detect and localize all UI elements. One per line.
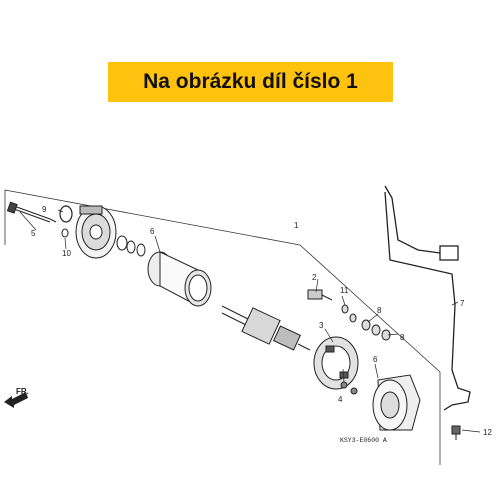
o-ring-part-9 — [59, 205, 73, 223]
seal-rings — [116, 235, 146, 257]
nuts-and-washers — [341, 304, 391, 341]
callout-12: 12 — [483, 428, 492, 437]
callout-numbers: 1 2 3 4 5 6 6 7 8 8 9 10 11 12 — [31, 205, 492, 437]
starter-cable-part-7 — [384, 185, 471, 411]
callout-1: 1 — [294, 221, 299, 230]
callout-8-upper: 8 — [377, 306, 382, 315]
through-bolt-part-5 — [6, 201, 57, 223]
callout-10: 10 — [62, 249, 71, 258]
callout-6-case: 6 — [150, 227, 155, 236]
part-number-banner: Na obrázku díl číslo 1 — [108, 62, 393, 102]
front-direction-arrow: FR. — [4, 387, 29, 408]
front-cover — [75, 205, 117, 259]
callout-6-cover: 6 — [373, 355, 378, 364]
direction-label: FR. — [16, 387, 29, 396]
callout-8-lower: 8 — [400, 333, 405, 342]
callout-2: 2 — [312, 273, 317, 282]
terminal-part-2 — [307, 289, 333, 301]
armature — [221, 305, 311, 351]
drawing-code: KSY3-E0600 A — [340, 437, 387, 444]
bolt-part-12 — [451, 425, 461, 440]
callout-11: 11 — [340, 286, 349, 295]
motor-case-part-6 — [147, 251, 212, 307]
washer-part-10 — [61, 228, 69, 238]
rear-cover-part-6 — [372, 374, 421, 431]
callout-4: 4 — [338, 395, 343, 404]
callout-7: 7 — [460, 299, 465, 308]
callout-5: 5 — [31, 229, 36, 238]
assembly-boundary — [4, 189, 441, 465]
leader-lines — [19, 209, 481, 433]
callout-9: 9 — [42, 205, 47, 214]
banner-text: Na obrázku díl číslo 1 — [143, 70, 358, 93]
callout-3: 3 — [319, 321, 324, 330]
brush-holder-part-3 — [313, 336, 359, 390]
